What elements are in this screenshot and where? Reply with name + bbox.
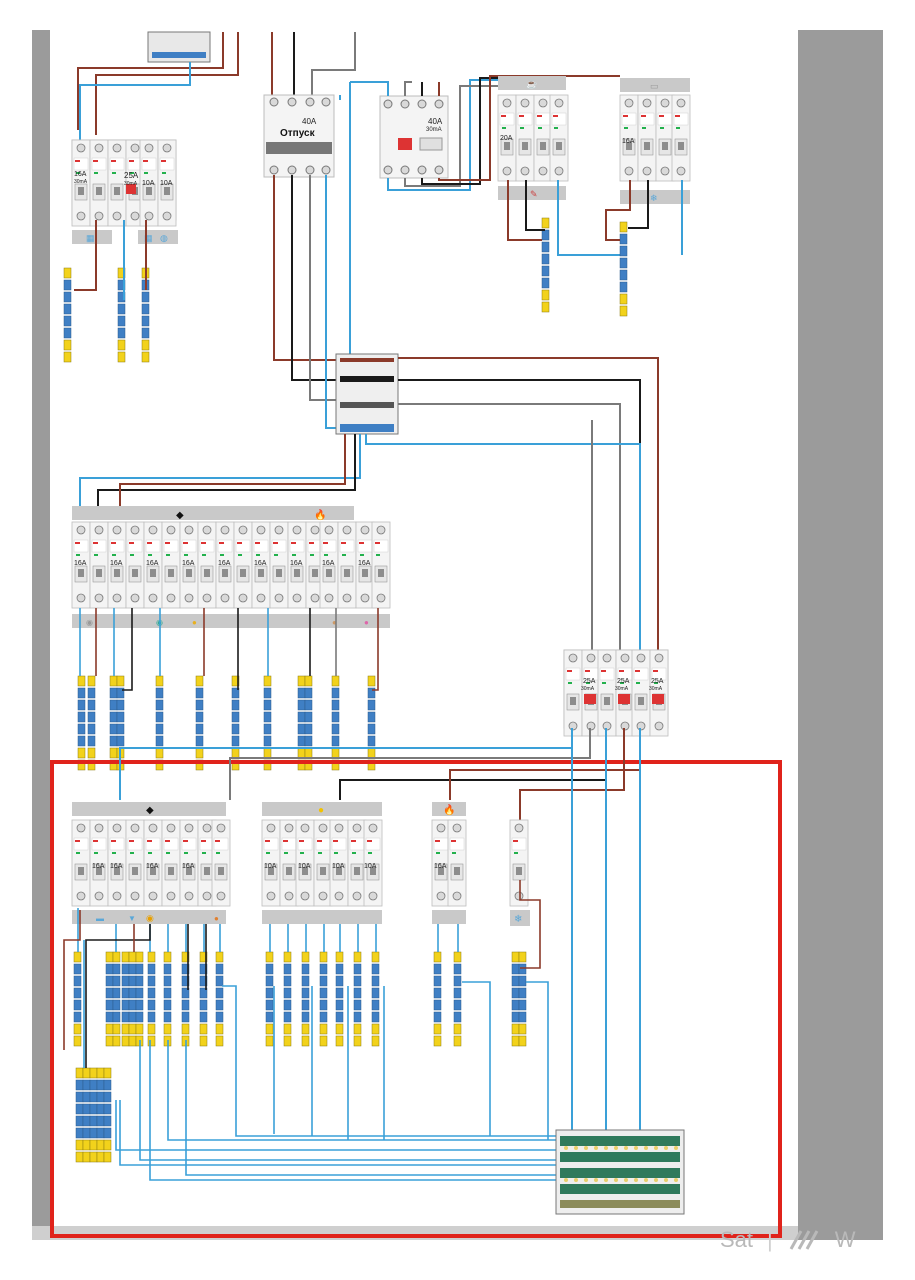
- watermark-trailing: W: [834, 1227, 856, 1252]
- distribution-block: [335, 353, 399, 435]
- mid-rcd-group: 25A 25A 25A 30mA 30mA 30mA: [563, 649, 669, 737]
- row-breaker-label-1: 16A: [74, 560, 87, 567]
- heating-label-1: 16A: [434, 863, 447, 870]
- left-breaker-1-leak: 30mA: [74, 179, 88, 185]
- top-right-group: ☕ 20A ✎: [497, 76, 620, 313]
- row-breaker-label-3: 16A: [146, 560, 159, 567]
- bed-icon: ▬: [96, 914, 104, 923]
- clock-icon: ◉: [146, 913, 154, 923]
- appliance-icon-1: ◉: [86, 618, 93, 627]
- row-breaker-label-5: 16A: [218, 560, 231, 567]
- distribution-wires: [79, 357, 659, 655]
- shirt-icon: ▼: [128, 914, 136, 923]
- mid-rcd-1: 25A: [583, 678, 596, 685]
- socket-icon-2: ◆: [146, 805, 154, 816]
- main-switch-name: Отпуск: [280, 128, 316, 139]
- food-icon: ●: [214, 914, 219, 923]
- row-breaker-label-8: 16A: [322, 560, 335, 567]
- mid-rcd-3: 25A: [651, 678, 664, 685]
- appliance-icon-3: ●: [192, 618, 197, 627]
- right-sidebar: [798, 30, 883, 1240]
- bottom-black-wires: [85, 924, 207, 1068]
- bottom-a-label-1: 16A: [92, 863, 105, 870]
- iron-icon: ✎: [530, 189, 538, 199]
- row-breaker-label-6: 16A: [254, 560, 267, 567]
- mid-rcd-1-leak: 30mA: [581, 686, 595, 692]
- highlight-frame: [50, 760, 782, 1238]
- main-down-wires: [273, 175, 340, 429]
- bottom-group-d: ❄: [509, 819, 530, 926]
- row-breaker-label-9: 16A: [358, 560, 371, 567]
- lighting-label-3: 10A: [332, 863, 345, 870]
- left-breaker-1-label: 16A: [74, 171, 87, 178]
- fire-icon-2: 🔥: [443, 803, 455, 816]
- left-breaker-3-label: 10A: [142, 180, 155, 187]
- tv-icon: ▭: [650, 81, 659, 91]
- left-breaker-group: 16A 30mA 25A 30mA 10A 10A ▦ ▦ ◍: [71, 139, 178, 244]
- kettle-icon: ☕: [526, 78, 537, 89]
- top-wires: [77, 32, 356, 420]
- appliance-icon-5: ●: [364, 618, 369, 627]
- watermark-text: Sat: [720, 1227, 754, 1252]
- row-breaker-label-7: 16A: [290, 560, 303, 567]
- main-switch: 40A Отпуск: [263, 94, 335, 178]
- left-rcd-label: 25A: [124, 171, 139, 180]
- bottom-brown-wires: [63, 880, 541, 1050]
- bottom-group-b: ● 10A 10A 10A 10A: [261, 802, 383, 924]
- mid-rcd-2: 25A: [617, 678, 630, 685]
- mid-rcd-2-leak: 30mA: [615, 686, 629, 692]
- row-breaker-label-4: 16A: [182, 560, 195, 567]
- bottom-a-label-4: 16A: [182, 863, 195, 870]
- bottom-group-c: 🔥 16A: [431, 802, 467, 924]
- bottom-feed-wires: [119, 728, 641, 1130]
- fire-icon: 🔥: [314, 508, 326, 521]
- right-far-breaker-label: 16A: [622, 138, 635, 145]
- watermark-separator: |: [767, 1227, 773, 1252]
- row-breaker-label-2: 16A: [110, 560, 123, 567]
- top-rcd-leak: 30mA: [426, 127, 442, 133]
- lighting-label-2: 10A: [298, 863, 311, 870]
- top-rcd-rating: 40A: [428, 117, 443, 126]
- lighting-label-1: 10A: [264, 863, 277, 870]
- left-margin: [32, 30, 50, 1240]
- bottom-group-a: ◆ 16A 16A 16A 16A ▬ ▼ ◉ ●: [71, 802, 231, 924]
- top-rcd: 40A 30mA: [379, 95, 449, 179]
- bottom-a-label-3: 16A: [146, 863, 159, 870]
- bottom-a-label-2: 16A: [110, 863, 123, 870]
- watermark-logo-icon: [789, 1230, 819, 1250]
- main-switch-current: 40A: [302, 117, 317, 126]
- right-small-breaker-label: 20A: [500, 135, 513, 142]
- washer-icon: ▦: [144, 233, 153, 243]
- left-rcd-leak: 30mA: [124, 181, 138, 187]
- watermark: Sat | W: [720, 1222, 856, 1258]
- appliance-icon-4: ●: [332, 618, 337, 627]
- washer-icon-2: ◍: [160, 233, 168, 243]
- lighting-label-4: 10A: [364, 863, 377, 870]
- shower-icon: ▦: [86, 233, 95, 243]
- left-terminals: [63, 220, 150, 363]
- top-far-right-group: ▭ 16A ❄: [605, 78, 691, 317]
- left-breaker-4-label: 10A: [160, 180, 173, 187]
- mid-rcd-3-leak: 30mA: [649, 686, 663, 692]
- ground-bus-block: [555, 1129, 685, 1215]
- socket-icon: ◆: [176, 510, 184, 521]
- bottom-wire-bundle: [77, 908, 558, 1181]
- snowflake-icon: ❄: [514, 914, 522, 925]
- fridge-icon: ❄: [650, 193, 658, 203]
- middle-row-wires: [79, 608, 379, 691]
- bulb-icon: ●: [318, 805, 324, 816]
